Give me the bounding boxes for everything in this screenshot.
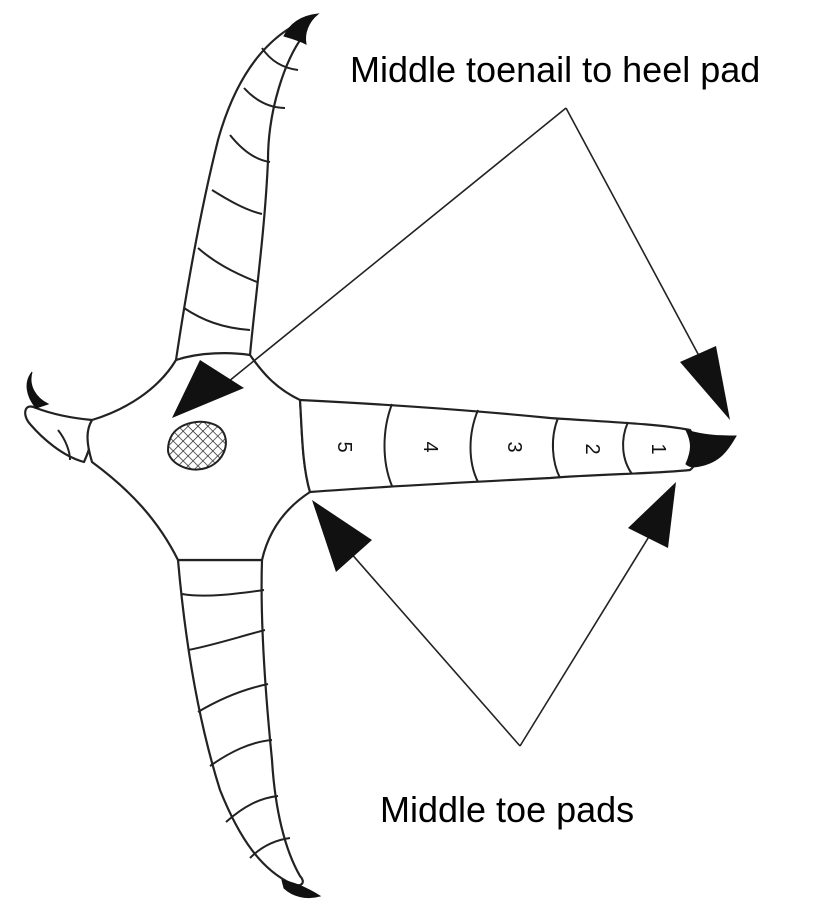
toe-pad-5-label: 5 <box>333 441 355 452</box>
toe-pad-4-label: 4 <box>419 441 441 452</box>
top-leader-left <box>218 108 566 390</box>
bottom-arrowhead-right-icon <box>628 482 676 548</box>
toe-pad-1-label: 1 <box>647 443 669 454</box>
back-toe <box>25 372 93 462</box>
toe-pad-2-label: 2 <box>581 443 603 454</box>
middle-toenail-icon <box>686 430 736 467</box>
bottom-label: Middle toe pads <box>380 789 634 830</box>
lower-toe <box>178 560 320 898</box>
heel-pad-icon <box>168 422 226 470</box>
bottom-leader-right <box>520 522 658 746</box>
top-label: Middle toenail to heel pad <box>350 49 760 90</box>
back-toenail-icon <box>27 372 48 408</box>
top-arrowhead-right-icon <box>680 346 730 420</box>
bottom-callout: Middle toe pads <box>312 482 676 830</box>
bottom-leader-left <box>335 535 520 746</box>
bottom-arrowhead-left-icon <box>312 500 372 572</box>
upper-toe <box>176 14 318 360</box>
top-leader-right <box>566 108 712 380</box>
toe-pad-3-label: 3 <box>503 441 525 452</box>
middle-toe: 5 4 3 2 1 <box>300 400 736 492</box>
